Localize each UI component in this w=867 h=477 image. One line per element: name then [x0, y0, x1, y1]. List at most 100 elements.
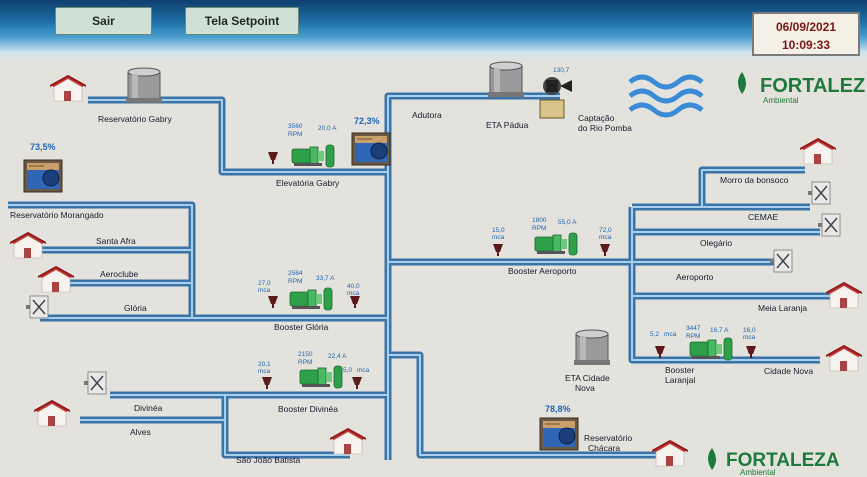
- exit-button[interactable]: Sair: [55, 7, 152, 35]
- label-eta-cidade-nova-2: Nova: [575, 383, 595, 393]
- pressure-gauge-icon: [262, 377, 272, 389]
- pressure-gauge-icon: [350, 296, 360, 308]
- label-cemae: CEMAE: [748, 212, 779, 222]
- label-santa-afra: Santa Afra: [96, 236, 136, 246]
- svg-text:RPM: RPM: [288, 131, 302, 138]
- house-icon: [651, 439, 689, 467]
- svg-text:72,0: 72,0: [599, 227, 612, 234]
- label-eta-padua: ETA Pádua: [486, 120, 529, 130]
- svg-text:5,2: 5,2: [650, 331, 659, 338]
- svg-text:RPM: RPM: [288, 278, 302, 285]
- house-icon: [825, 281, 863, 309]
- svg-text:mca: mca: [492, 234, 505, 241]
- svg-text:2584: 2584: [288, 270, 303, 277]
- label-booster-gloria: Booster Glória: [274, 322, 329, 332]
- svg-text:22,4 A: 22,4 A: [328, 353, 347, 360]
- label-captacao: Captação: [578, 113, 615, 123]
- captacao-pump-icon[interactable]: [539, 77, 572, 119]
- house-icon: [799, 137, 837, 165]
- svg-text:16,0: 16,0: [743, 327, 756, 334]
- label-reservatorio-morangado: Reservatório Morangado: [10, 210, 104, 220]
- svg-text:55,0 A: 55,0 A: [558, 219, 577, 226]
- label-booster-laranjal: Booster: [665, 365, 694, 375]
- label-booster-divinea: Booster Divinéa: [278, 404, 338, 414]
- datetime-display: 06/09/2021 10:09:33: [752, 12, 860, 56]
- pump-booster-aeroporto-icon[interactable]: [534, 232, 578, 256]
- svg-text:mca: mca: [347, 290, 360, 297]
- date-text: 06/09/2021: [775, 20, 837, 34]
- valve-gloria-icon[interactable]: [25, 295, 49, 319]
- label-eta-cidade-nova: ETA Cidade: [565, 373, 610, 383]
- time-text: 10:09:33: [781, 38, 831, 52]
- valve-morro-icon[interactable]: [807, 181, 831, 205]
- brand-logo-bottom: FORTALEZA Ambiental: [708, 448, 840, 477]
- svg-text:mca: mca: [743, 334, 756, 341]
- pressure-gauge-icon: [268, 296, 278, 308]
- pressure-gauge-icon: [268, 152, 278, 164]
- svg-text:RPM: RPM: [532, 225, 546, 232]
- pump-booster-divinea-icon[interactable]: [299, 365, 343, 389]
- svg-text:3560: 3560: [288, 123, 303, 130]
- svg-text:mca: mca: [599, 234, 612, 241]
- tank-elevatoria-gabry-icon[interactable]: [351, 132, 391, 166]
- label-booster-laranjal-2: Laranjal: [665, 375, 695, 385]
- house-icon: [33, 399, 71, 427]
- valve-divinea-icon[interactable]: [83, 371, 107, 395]
- tank-reservatorio-chacara-icon[interactable]: [539, 417, 579, 451]
- label-morro-bonsucesso: Morro da bonsoco: [720, 175, 789, 185]
- pressure-gauge-icon: [600, 244, 610, 256]
- pressure-gauge-icon: [746, 346, 756, 358]
- house-icon: [49, 74, 87, 102]
- svg-text:1800: 1800: [532, 217, 547, 224]
- elevatoria-gabry-readings: 3560 RPM 20,0 A: [288, 123, 337, 138]
- label-adutora: Adutora: [412, 110, 442, 120]
- brand-name-bottom: FORTALEZA: [726, 450, 840, 471]
- tank-reservatorio-morangado-icon[interactable]: [23, 159, 63, 193]
- gabry-level: 72,3%: [354, 116, 380, 126]
- label-booster-aeroporto: Booster Aeroporto: [508, 266, 577, 276]
- leaf-icon: [738, 72, 746, 94]
- svg-text:mca: mca: [357, 367, 370, 374]
- svg-text:3447: 3447: [686, 325, 701, 332]
- svg-text:33,7 A: 33,7 A: [316, 275, 335, 282]
- booster-laranjal-readings: 3447 RPM 16,7 A 5,2 mca 16,0 mca: [650, 325, 756, 341]
- label-divinea: Divinéa: [134, 403, 163, 413]
- svg-text:mca: mca: [258, 287, 271, 294]
- water-waves-icon: [628, 74, 704, 118]
- label-alves: Alves: [130, 427, 151, 437]
- booster-gloria-readings: 2584 RPM 33,7 A 27,0 mca 40,0 mca: [258, 270, 360, 297]
- label-aeroporto: Aeroporto: [676, 272, 714, 282]
- label-reservatorio-chacara: Reservatório: [584, 433, 632, 443]
- morangado-level: 73,5%: [30, 142, 56, 152]
- silo-eta-padua-icon: [487, 61, 525, 98]
- svg-text:2150: 2150: [298, 351, 313, 358]
- house-icon: [37, 265, 75, 293]
- valve-aeroporto-icon[interactable]: [769, 249, 793, 273]
- silo-eta-cidade-nova-icon: [573, 329, 611, 366]
- pump-booster-gloria-icon[interactable]: [289, 287, 333, 311]
- label-meia-laranja: Meia Laranja: [758, 303, 807, 313]
- label-aeroclube: Aeroclube: [100, 269, 139, 279]
- svg-text:20,0 A: 20,0 A: [318, 125, 337, 132]
- svg-text:15,0: 15,0: [492, 227, 505, 234]
- svg-text:RPM: RPM: [686, 333, 700, 340]
- svg-text:mca: mca: [664, 331, 677, 338]
- silo-reservatorio-gabry-icon: [125, 67, 163, 104]
- svg-text:5,0: 5,0: [343, 367, 352, 374]
- pump-elevatoria-gabry-icon[interactable]: [291, 144, 335, 168]
- setpoint-screen-button[interactable]: Tela Setpoint: [185, 7, 299, 35]
- svg-text:27,0: 27,0: [258, 280, 271, 287]
- label-elevatoria-gabry: Elevatória Gabry: [276, 178, 340, 188]
- valve-cemae-icon[interactable]: [817, 213, 841, 237]
- svg-text:RPM: RPM: [298, 359, 312, 366]
- svg-text:40,0: 40,0: [347, 283, 360, 290]
- brand-logo-top: FORTALEZ Ambiental: [738, 72, 865, 105]
- svg-text:16,7 A: 16,7 A: [710, 327, 729, 334]
- chacara-level: 78,8%: [545, 404, 571, 414]
- house-icon: [9, 231, 47, 259]
- brand-tag-top: Ambiental: [763, 96, 799, 105]
- label-rio-pomba: do Rio Pomba: [578, 123, 632, 133]
- pump-booster-laranjal-icon[interactable]: [689, 337, 733, 361]
